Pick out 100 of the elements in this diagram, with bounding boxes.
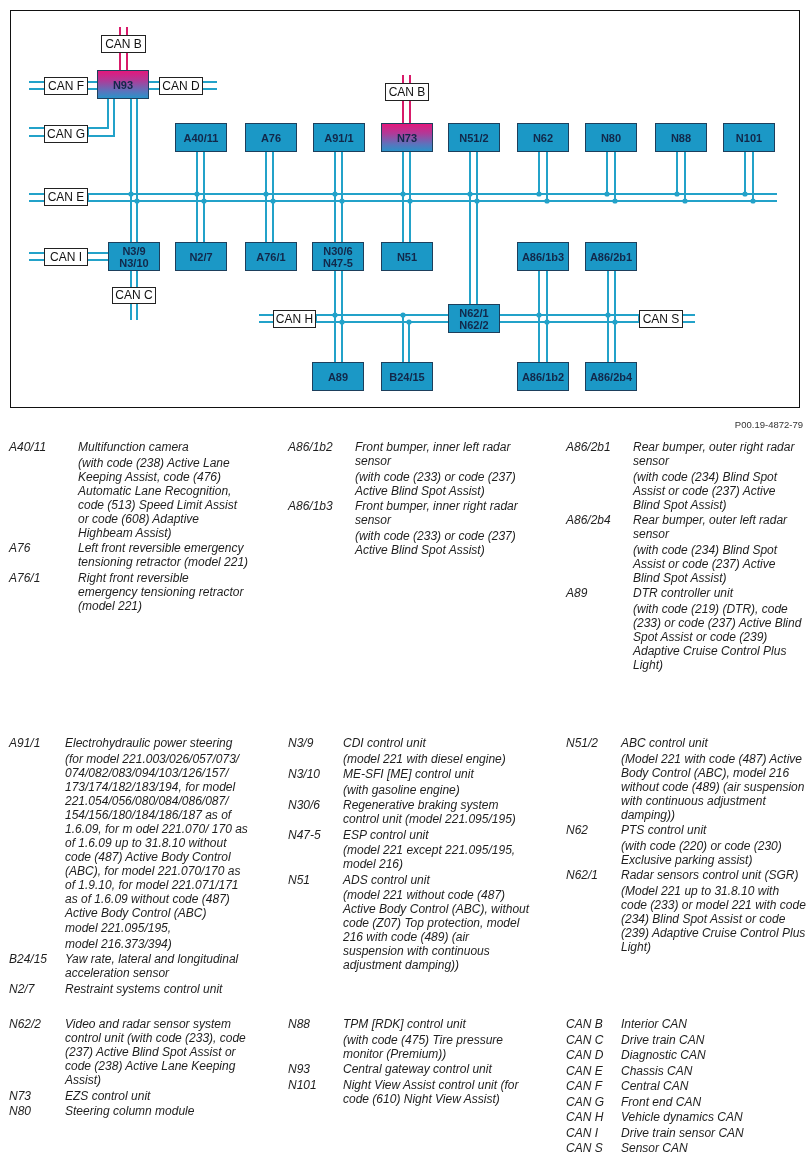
part-description: ABC control unit xyxy=(621,736,708,750)
bus-line xyxy=(28,127,45,137)
bus-line xyxy=(119,26,128,36)
part-description: (with code (475) Tire pressure monitor (Premium)) xyxy=(343,1032,503,1061)
unit-code: N51 xyxy=(396,250,418,263)
bus-name: CAN C xyxy=(115,289,153,302)
part-code: CAN H xyxy=(566,1110,604,1124)
unit-code: A86/2b1 xyxy=(589,250,633,263)
control-unit xyxy=(585,362,637,391)
part-code: A40/11 xyxy=(9,440,47,454)
part-description: Sensor CAN xyxy=(621,1141,688,1155)
part-description: Central gateway control unit xyxy=(343,1062,492,1076)
part-description: (for model 221.003/026/057/073/074/082/083/094/103/126/157/173/174/182/183/194, for model 221.054/056/080/084/086/087/154/156/180/184/186/187 as of 1.6.09, for m odel 221.070/ 170 as of 1.6.09 up to 31.8.10 without code (487) Active Body Control (ABC), for model 221.070/170 as of 1.9.10, for model 221.071/171 as of 1.6.09 without code (487) Active Body Control (ABC) xyxy=(65,751,248,920)
part-code: N80 xyxy=(9,1104,31,1118)
part-code: N3/10 xyxy=(288,767,321,781)
bus-line xyxy=(119,52,128,71)
control-unit xyxy=(585,123,637,152)
unit-code: A86/1b2 xyxy=(521,370,565,383)
part-description: TPM [RDK] control unit xyxy=(343,1017,466,1031)
unit-code: A91/1 xyxy=(324,131,354,144)
part-code: A76 xyxy=(9,541,31,555)
figure-number: P00.19-4872-79 xyxy=(734,419,803,430)
part-code: N62 xyxy=(566,823,588,837)
part-code: N101 xyxy=(288,1077,317,1092)
bus-name: CAN E xyxy=(47,190,85,204)
control-unit xyxy=(585,242,637,271)
bus-line xyxy=(28,81,45,90)
part-code: A86/1b2 xyxy=(288,440,333,454)
unit-code: N73 xyxy=(396,131,418,144)
part-description: (with gasoline engine) xyxy=(343,782,460,797)
part-description: Diagnostic CAN xyxy=(621,1048,706,1062)
part-description: (with code (233) or code (237) Active Blind Spot Assist) xyxy=(355,528,516,557)
unit-code: N3/10 xyxy=(119,256,149,269)
part-code: N88 xyxy=(288,1017,310,1031)
part-code: N30/6 xyxy=(288,798,321,812)
bus-name: CAN F xyxy=(48,79,84,93)
part-description: (with code (233) or code (237) Active Blind Spot Assist) xyxy=(355,469,516,498)
part-description: PTS control unit xyxy=(621,823,707,837)
part-description: model 216.373/394) xyxy=(65,936,172,951)
unit-code: N2/7 xyxy=(189,250,213,263)
part-code: N47-5 xyxy=(288,827,321,842)
control-unit xyxy=(723,123,775,152)
part-code: N2/7 xyxy=(9,981,35,996)
unit-code: N88 xyxy=(670,131,692,144)
bus-tag xyxy=(44,77,88,95)
unit-code: A86/1b3 xyxy=(521,250,565,263)
bus-line xyxy=(87,252,109,261)
bus-line xyxy=(258,314,274,323)
part-description: Steering column module xyxy=(65,1104,195,1118)
control-unit xyxy=(245,242,297,271)
unit-code: N30/6 xyxy=(323,244,353,257)
part-code: B24/15 xyxy=(9,952,48,966)
unit-code: N93 xyxy=(112,78,134,91)
part-description: Central CAN xyxy=(621,1079,689,1093)
part-description: Regenerative braking system control unit (model 221.095/195) xyxy=(343,798,516,826)
part-description: (model 221 with diesel engine) xyxy=(343,751,506,766)
bus-line xyxy=(28,193,45,202)
bus-line xyxy=(130,270,138,288)
part-description: Video and radar sensor system control unit (with code (233), code (237) Active Blind Spot Assist or code (238) Active Lane Keeping Assist) xyxy=(65,1017,246,1087)
unit-code: A40/11 xyxy=(183,131,219,144)
part-code: A86/1b3 xyxy=(288,499,333,513)
unit-code: N62/2 xyxy=(459,318,489,331)
bus-line xyxy=(607,314,640,363)
control-unit xyxy=(381,242,433,271)
part-code: N3/9 xyxy=(288,736,314,750)
unit-code: N47-5 xyxy=(323,256,353,269)
bus-name: CAN H xyxy=(275,312,314,326)
bus-name: CAN G xyxy=(47,127,85,141)
part-description: Chassis CAN xyxy=(621,1063,693,1078)
bus-line xyxy=(87,81,98,90)
part-code: N73 xyxy=(9,1088,31,1103)
part-code: A91/1 xyxy=(9,736,41,750)
part-description: Left front reversible emergency tensioning retractor (model 221) xyxy=(78,541,249,569)
bus-tag xyxy=(44,248,88,266)
control-unit xyxy=(108,242,160,271)
unit-code: N80 xyxy=(600,131,622,144)
part-description: Drive train sensor CAN xyxy=(621,1125,744,1140)
unit-code: N62/1 xyxy=(459,306,489,319)
part-description: EZS control unit xyxy=(65,1088,151,1103)
part-description: (with code (234) Blind Spot Assist or code (237) Active Blind Spot Assist) xyxy=(633,469,778,512)
bus-name: CAN I xyxy=(50,250,82,264)
bus-line xyxy=(87,98,115,137)
part-code: A89 xyxy=(566,586,588,600)
control-unit xyxy=(655,123,707,152)
part-code: A86/2b4 xyxy=(566,513,611,527)
control-unit xyxy=(381,362,433,391)
part-code: N51 xyxy=(288,872,310,887)
control-unit xyxy=(381,123,433,152)
bus-line xyxy=(315,314,410,363)
part-code: CAN F xyxy=(566,1079,602,1093)
part-description: ESP control unit xyxy=(343,827,429,842)
bus-name: CAN B xyxy=(105,37,142,51)
unit-code: B24/15 xyxy=(389,370,425,383)
unit-code: N51/2 xyxy=(459,131,489,144)
part-description: Right front reversible emergency tensioning retractor (model 221) xyxy=(78,570,244,613)
bus-tag xyxy=(101,35,146,53)
part-description: Electrohydraulic power steering xyxy=(65,736,233,750)
control-unit xyxy=(448,123,500,152)
control-unit xyxy=(517,242,569,271)
part-description: Multifunction camera xyxy=(78,440,189,454)
